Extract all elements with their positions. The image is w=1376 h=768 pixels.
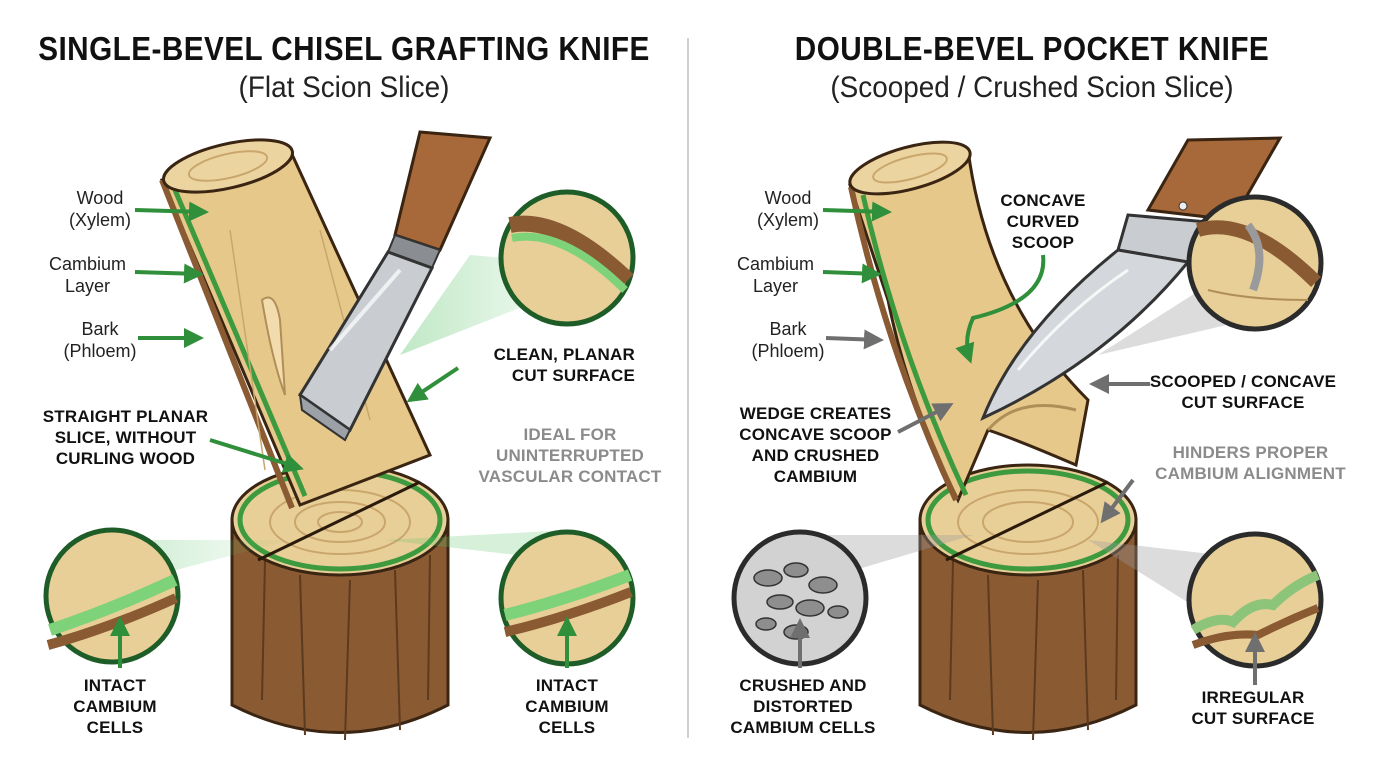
- label-wood: Wood(Xylem): [69, 188, 131, 230]
- left-panel: SINGLE-BEVEL CHISEL GRAFTING KNIFE (Flat…: [38, 30, 662, 741]
- arrow-wood-right: [822, 201, 892, 222]
- panel-divider: [687, 38, 689, 738]
- arrow-wedge: [897, 403, 954, 434]
- arrow-cut: [406, 366, 460, 403]
- scion-stick: [159, 138, 433, 510]
- label-wood-right: Wood(Xylem): [757, 188, 819, 230]
- arrow-scoop: [955, 254, 1046, 364]
- rootstock-stump-right: [918, 463, 1138, 741]
- magnifier-intact-right: [498, 529, 636, 667]
- left-illustration: [43, 130, 636, 741]
- label-bark: Bark(Phloem): [63, 319, 137, 361]
- arrow-cambium: [134, 263, 204, 284]
- right-subtitle: (Scooped / Crushed Scion Slice): [830, 71, 1234, 104]
- right-panel: DOUBLE-BEVEL POCKET KNIFE (Scooped / Cru…: [688, 0, 1376, 768]
- right-illustration: [731, 136, 1324, 741]
- left-subtitle: (Flat Scion Slice): [238, 71, 450, 104]
- rootstock-stump: [230, 463, 450, 741]
- arrow-slice: [209, 438, 304, 473]
- arrow-hinders: [1100, 478, 1135, 524]
- arrow-bark-right: [825, 329, 884, 350]
- magnifier-intact-left: [43, 527, 181, 665]
- magnifier-cut-detail: [498, 189, 636, 327]
- arrow-cambium-right: [822, 263, 882, 284]
- label-bark-right: Bark(Phloem): [751, 319, 825, 361]
- magnifier-scoop-detail: [1186, 194, 1324, 332]
- arrow-wood: [134, 201, 209, 222]
- pocket-knife: [980, 136, 1283, 421]
- right-title: DOUBLE-BEVEL POCKET KNIFE: [794, 30, 1270, 67]
- chisel-knife: [297, 130, 493, 442]
- left-title: SINGLE-BEVEL CHISEL GRAFTING KNIFE: [38, 30, 650, 67]
